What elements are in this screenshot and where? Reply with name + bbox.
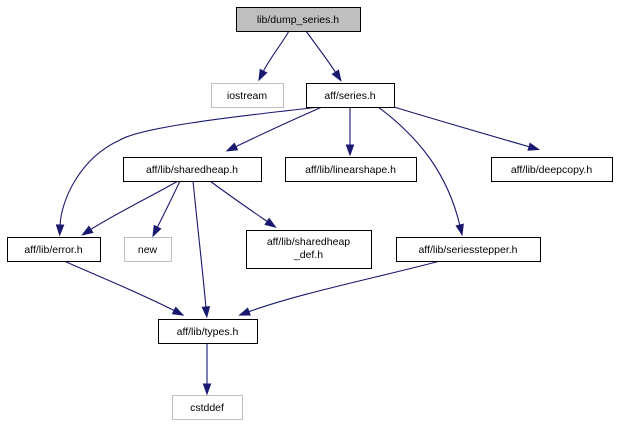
edge-line [247,260,441,313]
node-box [211,83,284,108]
node-label: aff/lib/linearshape.h [305,164,396,176]
node-label: lib/dump_series.h [257,14,339,26]
node-deepcopy[interactable]: aff/lib/deepcopy.h [491,157,613,182]
node-label: _def.h [293,249,323,261]
arrowhead [264,217,277,228]
node-box [7,237,101,262]
node-box [158,319,258,344]
edge-line [393,106,531,148]
node-label: new [138,244,158,256]
edge-series-to-linearshape [345,107,355,157]
node-label: iostream [227,90,268,102]
arrowhead [258,68,268,82]
node-error[interactable]: aff/lib/error.h [7,237,101,262]
node-cstddef: cstddef [172,395,243,420]
edge-types-to-cstddef [202,342,212,396]
arrowhead [345,144,355,157]
edge-line [377,106,461,227]
edge-line [63,260,176,312]
node-label: aff/lib/types.h [177,326,239,338]
edge-sharedheap-to-new [152,180,181,238]
node-label: aff/lib/deepcopy.h [511,164,592,176]
arrowhead [81,225,94,236]
node-box [172,395,243,420]
edge-line [89,180,179,231]
arrowhead [225,142,239,152]
node-box [491,157,613,182]
edge-series-to-seriesstepper [377,106,464,237]
node-types[interactable]: aff/lib/types.h [158,319,258,344]
edge-line [156,180,181,229]
arrowhead [55,224,65,237]
node-box [124,237,172,262]
node-label: aff/lib/sharedheap [267,236,350,248]
arrowhead [202,383,212,396]
node-box [306,83,395,108]
node-label: aff/lib/error.h [24,244,82,256]
node-box [285,157,417,182]
edge-line [209,180,269,223]
edge-seriesstepper-to-types [238,260,441,316]
arrowhead [527,142,541,151]
node-label: aff/series.h [324,90,375,102]
node-box [123,157,262,182]
node-box [246,230,372,269]
nodes-layer: lib/dump_series.h iostream aff/series.h aff… [7,7,613,420]
edge-error-to-types [63,260,185,316]
edge-series-to-sharedheap [225,106,323,152]
node-box [236,7,361,32]
node-label: aff/lib/sharedheap.h [146,164,238,176]
edge-series-to-deepcopy [393,106,541,151]
node-dump-series[interactable]: lib/dump_series.h [236,7,361,32]
node-new: new [124,237,172,262]
arrowhead [171,306,185,316]
node-sharedheap-def[interactable]: aff/lib/sharedheap_def.h [246,230,372,269]
node-iostream: iostream [211,83,284,108]
edge-sharedheap-to-error [81,180,179,236]
edge-dump_series-to-iostream [258,30,290,82]
arrowhead [331,69,342,82]
node-sharedheap[interactable]: aff/lib/sharedheap.h [123,157,262,182]
edge-dump_series-to-series [305,30,342,82]
edge-line [262,30,290,73]
node-seriesstepper[interactable]: aff/lib/seriesstepper.h [396,237,541,262]
edge-sharedheap-to-types [192,180,211,319]
edge-line [234,106,323,148]
edge-line [192,180,207,309]
arrowhead [201,306,211,319]
edge-line [305,30,337,74]
arrowhead [152,224,162,238]
edges-layer [55,30,541,396]
node-label: aff/lib/seriesstepper.h [418,244,517,256]
node-label: cstddef [190,402,224,414]
node-series[interactable]: aff/series.h [306,83,395,108]
edge-series-to-error [55,106,321,237]
arrowhead [455,223,464,237]
arrowhead [238,307,251,316]
node-box [396,237,541,262]
node-linearshape[interactable]: aff/lib/linearshape.h [285,157,417,182]
edge-line [59,106,321,227]
edge-sharedheap-to-sharedheap_def [209,180,277,228]
